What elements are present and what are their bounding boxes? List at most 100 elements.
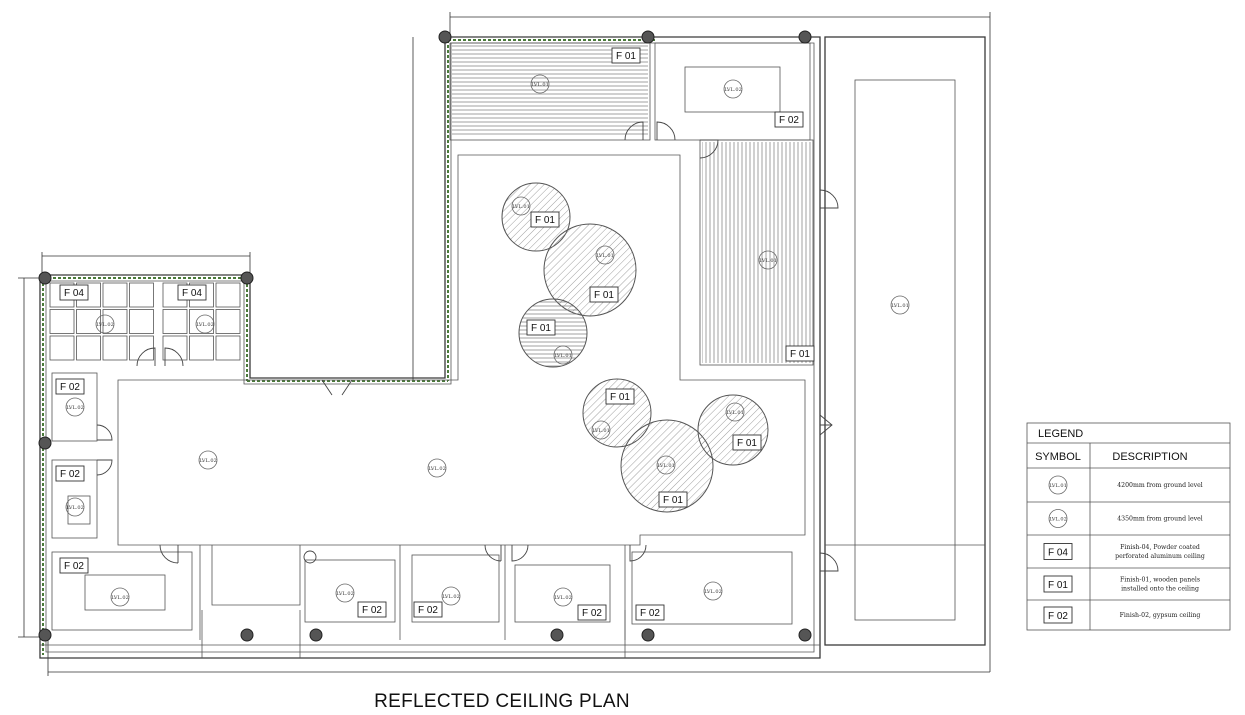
level-marker-label: LVL.01 <box>592 428 610 434</box>
level-marker-label: LVL.01 <box>554 353 572 359</box>
level-marker-label: LVL.02 <box>554 595 572 601</box>
legend-symbol-box <box>1043 575 1073 593</box>
finish-tag-box <box>55 465 85 482</box>
level-marker-circle <box>65 497 85 517</box>
level-marker-circle <box>198 450 218 470</box>
level-marker-circle <box>110 587 130 607</box>
room-right-hatched <box>699 139 814 366</box>
finish-tag-box <box>732 434 762 451</box>
finish-tag-label: F 02 <box>582 608 602 619</box>
level-marker-circle <box>530 74 550 94</box>
finish-tag-label: F 01 <box>610 392 630 403</box>
legend-symbol-circle <box>1048 509 1068 528</box>
finish-tag-label: F 02 <box>64 561 84 572</box>
finish-tag-box <box>413 601 443 618</box>
level-marker-circle <box>195 314 215 334</box>
legend-description: Finish-04, Powder coated <box>1120 544 1200 551</box>
level-marker-label: LVL.01 <box>531 82 549 88</box>
finish-tag-label: F 01 <box>616 51 636 62</box>
legend-heading: LEGEND <box>1038 428 1083 440</box>
level-marker-label: LVL.02 <box>199 458 217 464</box>
finish-tag-box <box>59 557 89 574</box>
legend-col-description: DESCRIPTION <box>1112 451 1187 463</box>
finish-tag-box <box>635 604 665 621</box>
finish-tag-box <box>774 111 804 128</box>
legend-description: 4350mm from ground level <box>1117 516 1203 523</box>
ceiling-tile <box>215 309 241 334</box>
finish-tag-box <box>177 284 207 301</box>
finish-tag-label: F 02 <box>779 115 799 126</box>
level-marker-circle <box>553 587 573 607</box>
finish-tag-label: F 01 <box>737 438 757 449</box>
level-marker-label: LVL.02 <box>336 591 354 597</box>
ceiling-tile <box>129 309 154 334</box>
finish-tag-label: F 01 <box>790 349 810 360</box>
ceiling-tile <box>129 335 154 361</box>
level-marker-circle <box>427 458 447 478</box>
level-marker-label: LVL.01 <box>596 253 614 259</box>
legend-symbol: F 02 <box>1048 611 1068 622</box>
finish-tag-box <box>357 601 387 618</box>
finish-tag-box <box>526 319 556 336</box>
level-marker-label: LVL.01 <box>726 410 744 416</box>
level-marker-circle <box>725 402 745 422</box>
level-marker-label: LVL.02 <box>196 322 214 328</box>
level-marker-circle <box>723 79 743 99</box>
finish-tag-label: F 01 <box>535 215 555 226</box>
legend-description: Finish-01, wooden panels <box>1120 577 1200 584</box>
room-left-small-3 <box>67 495 91 525</box>
finish-tag-label: F 02 <box>60 469 80 480</box>
finish-tag-box <box>785 345 815 362</box>
level-marker-circle <box>65 397 85 417</box>
finish-tag-label: F 02 <box>362 605 382 616</box>
legend-description: installed onto the ceiling <box>1121 586 1199 593</box>
drawing-title: REFLECTED CEILING PLAN <box>374 691 630 712</box>
level-marker-circle <box>335 583 355 603</box>
level-marker-label: LVL.01 <box>759 258 777 264</box>
level-marker-label: LVL.01 <box>891 303 909 309</box>
level-marker-label: LVL.01 <box>657 463 675 469</box>
legend-description: Finish-02, gypsum ceiling <box>1120 612 1201 619</box>
level-marker-label: LVL.02 <box>111 595 129 601</box>
level-marker-label: LVL.02 <box>66 505 84 511</box>
legend-description: perforated aluminum ceiling <box>1115 553 1205 560</box>
finish-tag-box <box>589 286 619 303</box>
ceiling-tile <box>76 309 101 334</box>
finish-tag-box <box>59 284 89 301</box>
level-marker-circle <box>758 250 778 270</box>
level-marker-label: LVL.02 <box>96 322 114 328</box>
legend-symbol: LVL.01 <box>1049 483 1067 489</box>
legend-symbol: F 04 <box>1048 548 1068 559</box>
level-marker-circle <box>703 581 723 601</box>
structural-columns <box>38 30 812 642</box>
legend-symbol: LVL.02 <box>1049 517 1067 523</box>
level-marker-circle <box>553 345 573 365</box>
room-left-small-2 <box>51 459 98 539</box>
ceiling-tile <box>129 282 154 308</box>
ceiling-tile <box>102 335 128 361</box>
finish-tag-box <box>577 604 607 621</box>
finish-tag-label: F 02 <box>418 605 438 616</box>
finish-tag-label: F 04 <box>64 288 84 299</box>
ceiling-tile <box>162 309 188 334</box>
level-marker-circle <box>95 314 115 334</box>
finish-tag-label: F 01 <box>594 290 614 301</box>
dimension-lines <box>18 12 991 676</box>
finish-tag-box <box>658 491 688 508</box>
ceiling-tile <box>189 335 214 361</box>
corridor-ceiling-outline <box>117 154 806 606</box>
level-marker-label: LVL.02 <box>428 466 446 472</box>
level-marker-label: LVL.02 <box>442 594 460 600</box>
level-marker-label: LVL.02 <box>704 589 722 595</box>
legend-symbol-box <box>1043 606 1073 624</box>
finish-tag-box <box>605 388 635 405</box>
ceiling-tile <box>102 309 128 334</box>
ceiling-tile <box>215 282 241 308</box>
legend-symbol-circle <box>1048 475 1068 495</box>
level-marker-circle <box>441 586 461 606</box>
ceiling-tile <box>76 335 101 361</box>
